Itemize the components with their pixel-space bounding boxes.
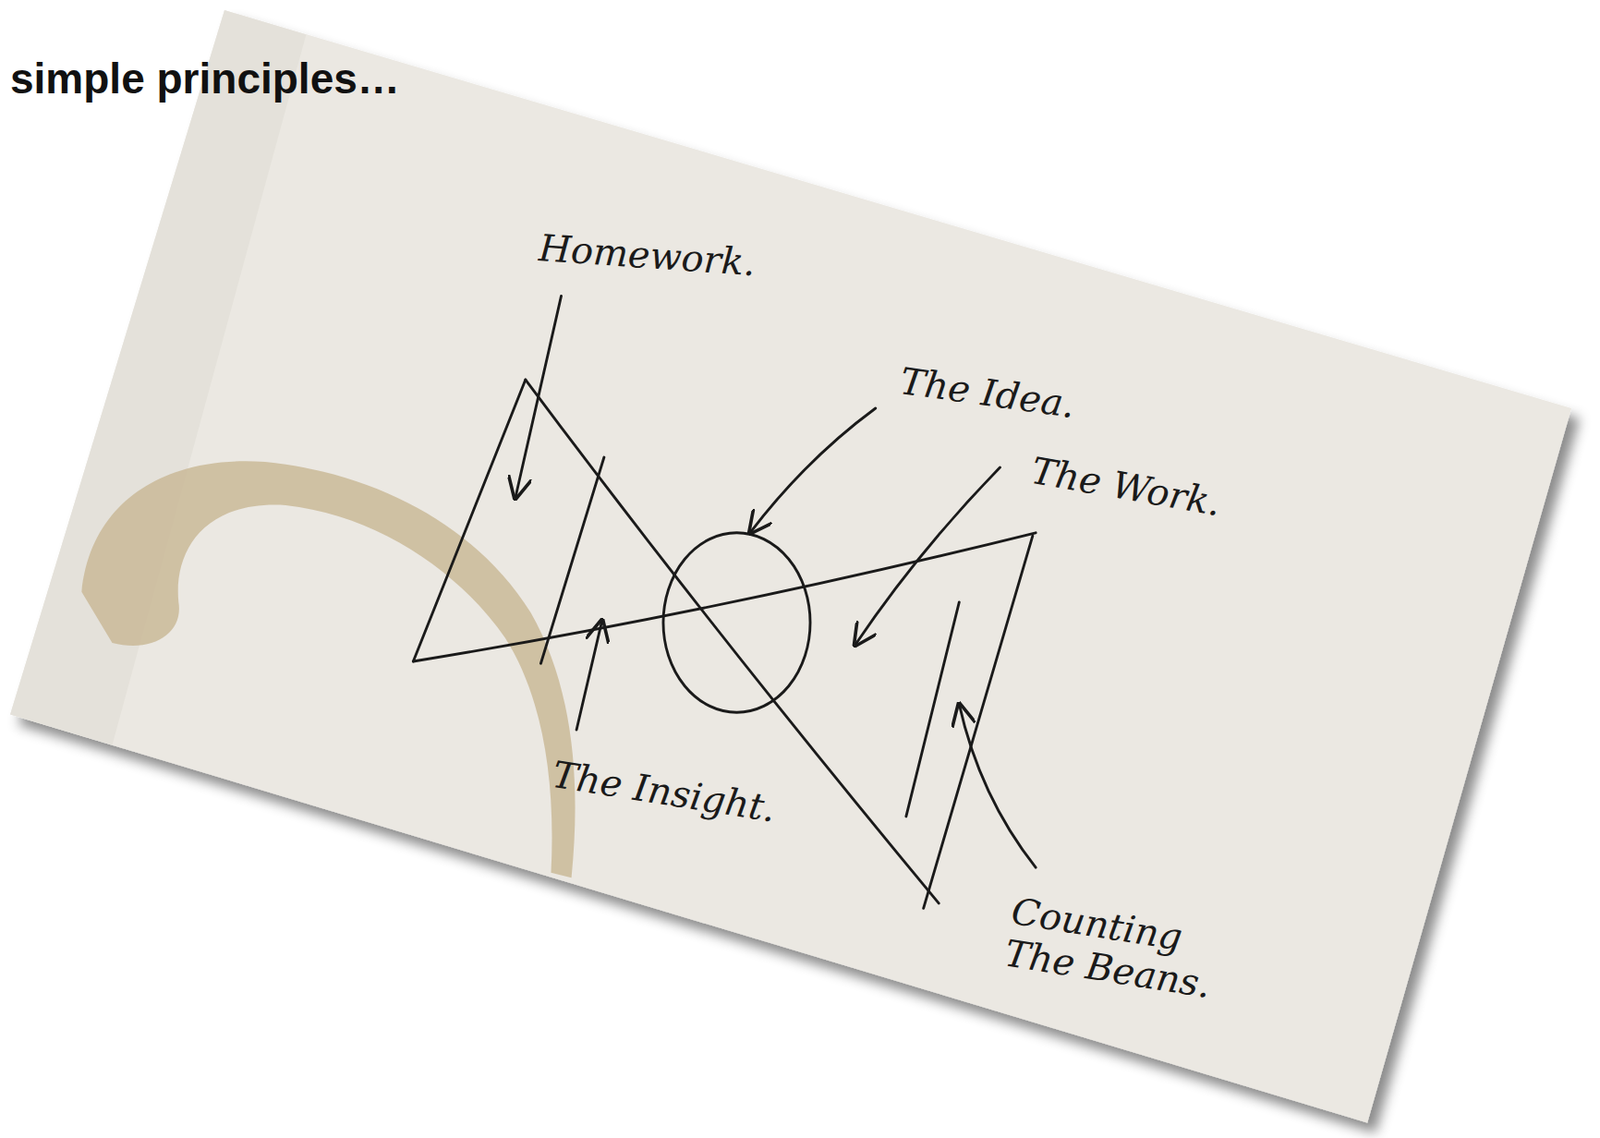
napkin bbox=[10, 10, 1572, 1123]
coffee-stain bbox=[81, 460, 575, 878]
slide-title: simple principles… bbox=[10, 53, 400, 104]
